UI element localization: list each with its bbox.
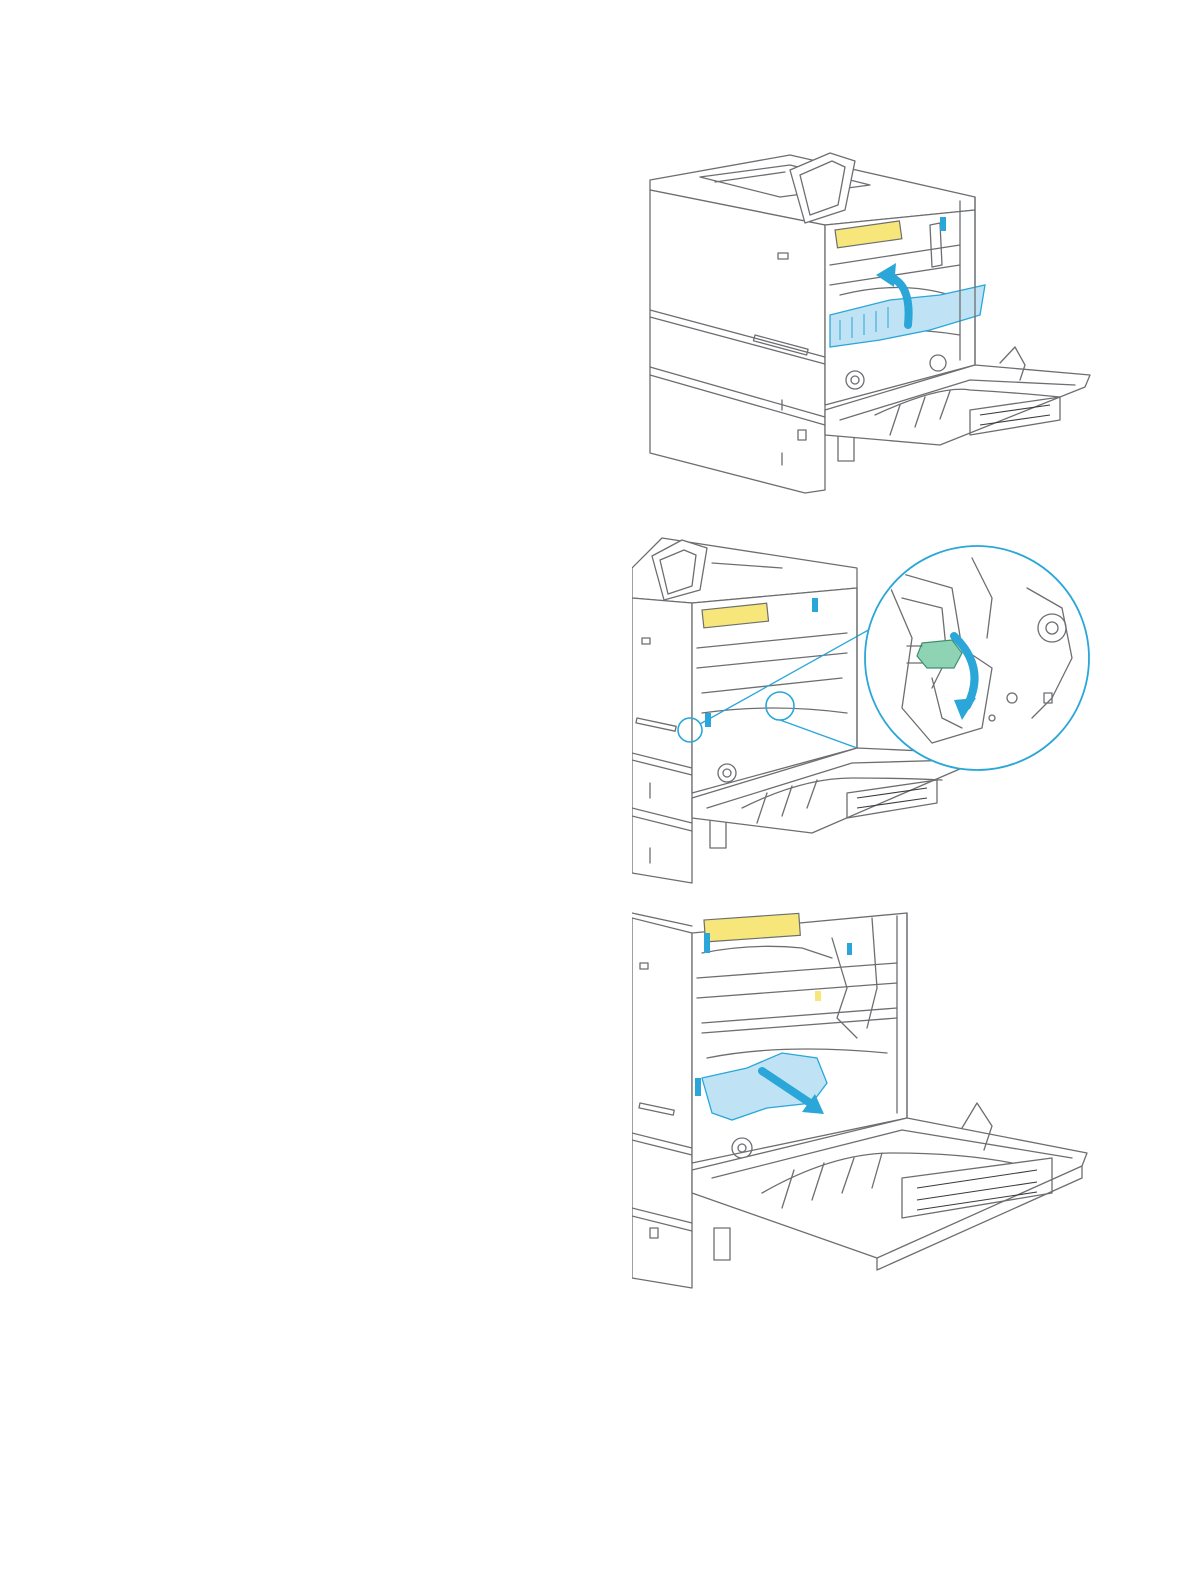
printer-zoom-release-lever-svg (632, 528, 1092, 890)
printer-right-door-open-svg (640, 135, 1095, 500)
printer-remove-jammed-paper-svg (632, 908, 1092, 1290)
release-lever (917, 640, 962, 668)
printer-illustration-step-1 (640, 135, 1095, 500)
printer-illustration-step-3 (632, 908, 1092, 1290)
printer-front (650, 190, 825, 493)
printer-illustration-step-2 (632, 528, 1092, 890)
